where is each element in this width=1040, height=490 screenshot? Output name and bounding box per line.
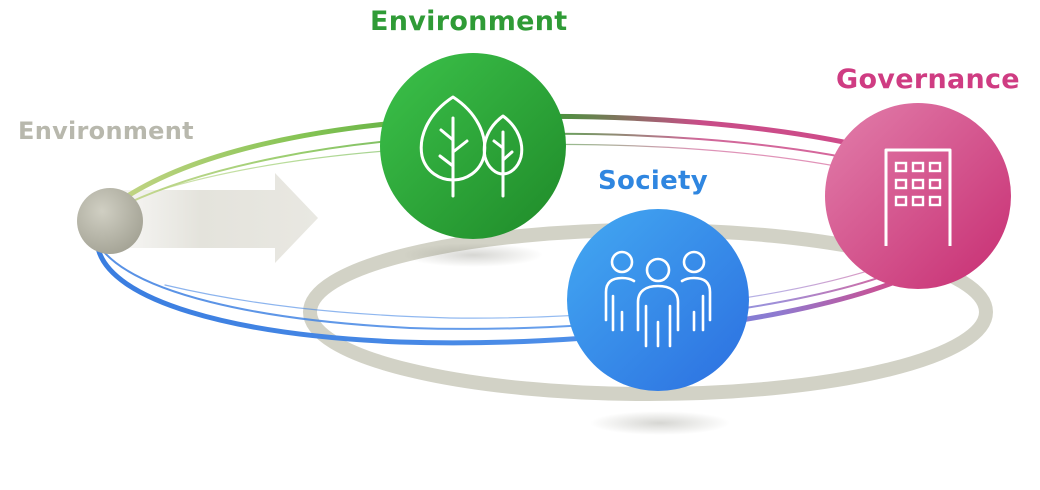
orbit-line-bottom-3 (164, 261, 896, 319)
orbit-line-bottom-2 (103, 251, 901, 330)
environment-shadow (403, 243, 543, 267)
society-shadow (590, 411, 730, 435)
flow-arrow (120, 173, 318, 263)
society-node (567, 209, 749, 391)
environment-label: Environment (370, 6, 568, 37)
environment-node (380, 53, 566, 239)
trees-icon (419, 95, 524, 198)
origin-label: Environment (18, 117, 194, 145)
origin-sphere (77, 188, 143, 254)
orbit-line-bottom-1 (95, 245, 908, 346)
building-icon (884, 148, 952, 246)
governance-label: Governance (836, 64, 1020, 95)
people-group-icon (604, 250, 712, 348)
governance-node (825, 103, 1011, 289)
society-label: Society (598, 166, 709, 196)
